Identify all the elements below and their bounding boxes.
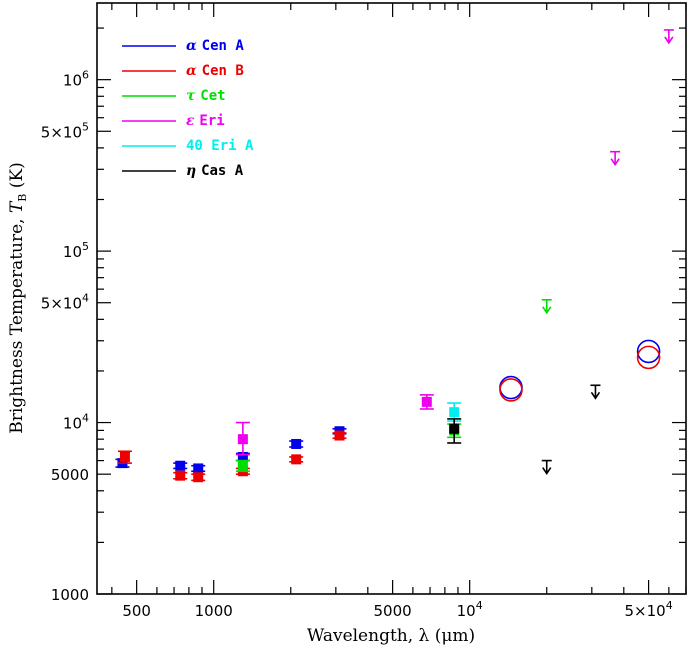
legend-label: ε Eri <box>186 113 225 129</box>
axis-ticks <box>97 3 687 595</box>
data-point <box>291 454 302 465</box>
upper-limit-arrow <box>590 391 601 400</box>
data-point-open <box>499 378 523 402</box>
y-tick-label: 5×105 <box>41 120 89 141</box>
upper-limit-arrow <box>542 306 552 315</box>
upper-limit-arrow <box>542 467 552 476</box>
data-point-open <box>636 345 661 370</box>
legend: α Cen A α Cen B τ Cet ε Eri 40 Eri A η Cas A <box>122 38 254 179</box>
y-tick-label: 104 <box>63 412 89 433</box>
y-tick-label: 5×104 <box>41 292 89 313</box>
axis-tick-labels: 500 1000 5000 104 5×104 1000 5000 104 5×104 105 5×… <box>41 69 673 620</box>
x-tick-label: 5×104 <box>624 599 672 620</box>
legend-label: 40 Eri A <box>186 138 254 154</box>
data-point <box>421 396 432 407</box>
data-point <box>175 470 186 481</box>
upper-limit-arrow <box>664 36 674 45</box>
x-axis-title: Wavelength, λ (μm) <box>307 626 475 646</box>
data-point <box>119 451 130 462</box>
y-tick-label: 105 <box>63 240 89 261</box>
y-tick-label: 106 <box>63 69 89 90</box>
data-point <box>175 460 186 471</box>
data-point <box>449 423 460 434</box>
data-point <box>193 472 204 483</box>
legend-label: η Cas A <box>186 163 244 179</box>
data-point <box>449 407 460 418</box>
data-point <box>334 430 345 441</box>
upper-limit-arrow <box>610 158 620 167</box>
data-point <box>193 463 204 474</box>
y-tick-label: 1000 <box>51 586 89 604</box>
data-point-open <box>636 339 661 364</box>
legend-label: α Cen A <box>186 38 244 54</box>
data-marks <box>115 29 674 483</box>
plot-frame <box>96 2 687 595</box>
x-tick-label: 1000 <box>195 602 233 620</box>
x-tick-label: 500 <box>122 602 151 620</box>
x-tick-label: 5000 <box>374 602 412 620</box>
legend-label: τ Cet <box>186 88 226 104</box>
x-tick-label: 104 <box>457 599 483 620</box>
legend-label: α Cen B <box>186 63 244 79</box>
data-point <box>237 434 248 445</box>
data-point <box>291 438 302 449</box>
y-tick-label: 5000 <box>51 466 89 484</box>
y-axis-title: Brightness Temperature, TB (K) <box>7 162 29 434</box>
data-point-open <box>499 375 523 400</box>
data-point <box>237 451 248 462</box>
data-point <box>237 460 248 471</box>
